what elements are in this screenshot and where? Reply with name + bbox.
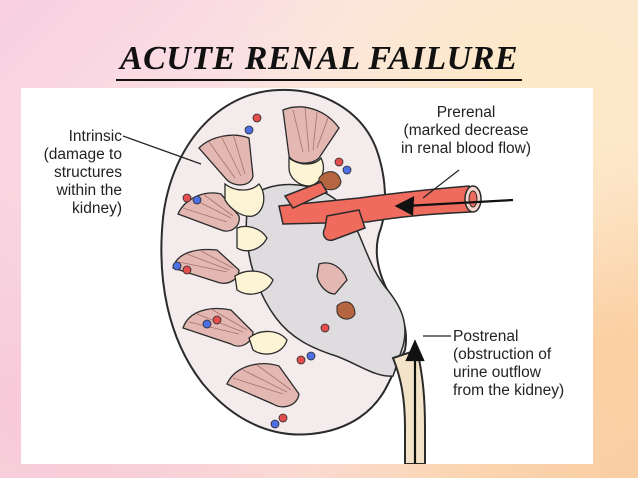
postrenal-line-2: (obstruction of: [453, 346, 552, 363]
intrinsic-line-1: Intrinsic: [68, 128, 122, 145]
calyx-1: [224, 182, 265, 217]
slide-title: ACUTE RENAL FAILURE: [0, 40, 638, 81]
calyx-4: [248, 330, 288, 355]
calyces: [224, 156, 324, 355]
intrinsic-label: Intrinsic (damage to structures within t…: [21, 128, 122, 218]
arrows: [394, 196, 514, 464]
intrinsic-line-2: (damage to: [43, 146, 122, 163]
slide-title-text: ACUTE RENAL FAILURE: [115, 40, 523, 81]
leader-lines: [122, 135, 460, 337]
renal-artery: [278, 181, 482, 242]
postrenal-line-4: from the kidney): [453, 382, 565, 399]
postrenal-arrow-head: [405, 339, 425, 362]
kidney-diagram: [122, 88, 514, 464]
postrenal-line-1: Postrenal: [453, 328, 519, 345]
calyx-3: [234, 270, 274, 295]
pyramid-5: [182, 307, 254, 347]
artery-upper-branch: [283, 181, 329, 209]
intrinsic-line-5: kidney): [72, 200, 122, 217]
pyramid-6: [226, 363, 300, 408]
prerenal-line-1: Prerenal: [436, 104, 496, 121]
intrinsic-line-4: within the: [56, 182, 122, 199]
prerenal-arrow-shaft: [404, 198, 514, 208]
cortex-vessels: [172, 113, 352, 429]
calyx-2: [236, 225, 268, 252]
prerenal-leader: [422, 169, 460, 199]
prerenal-label: Prerenal (marked decrease in renal blood…: [381, 104, 551, 158]
diagram-panel: Intrinsic (damage to structures within t…: [21, 88, 593, 464]
renal-pyramids: [172, 106, 348, 408]
postrenal-line-3: urine outflow: [453, 364, 541, 381]
hilum-fat-lower: [336, 301, 356, 320]
artery-inner-lumen: [468, 190, 478, 208]
postrenal-label: Postrenal (obstruction of urine outflow …: [453, 328, 591, 400]
pyramid-4: [172, 248, 240, 284]
ureter: [391, 348, 426, 464]
prerenal-line-3: in renal blood flow): [400, 140, 532, 157]
intrinsic-leader: [122, 135, 202, 165]
prerenal-line-2: (marked decrease: [403, 122, 529, 139]
pyramid-7: [316, 262, 348, 295]
artery-lower-branch: [322, 209, 366, 242]
intrinsic-line-3: structures: [53, 164, 122, 181]
prerenal-arrow-head: [394, 196, 415, 216]
